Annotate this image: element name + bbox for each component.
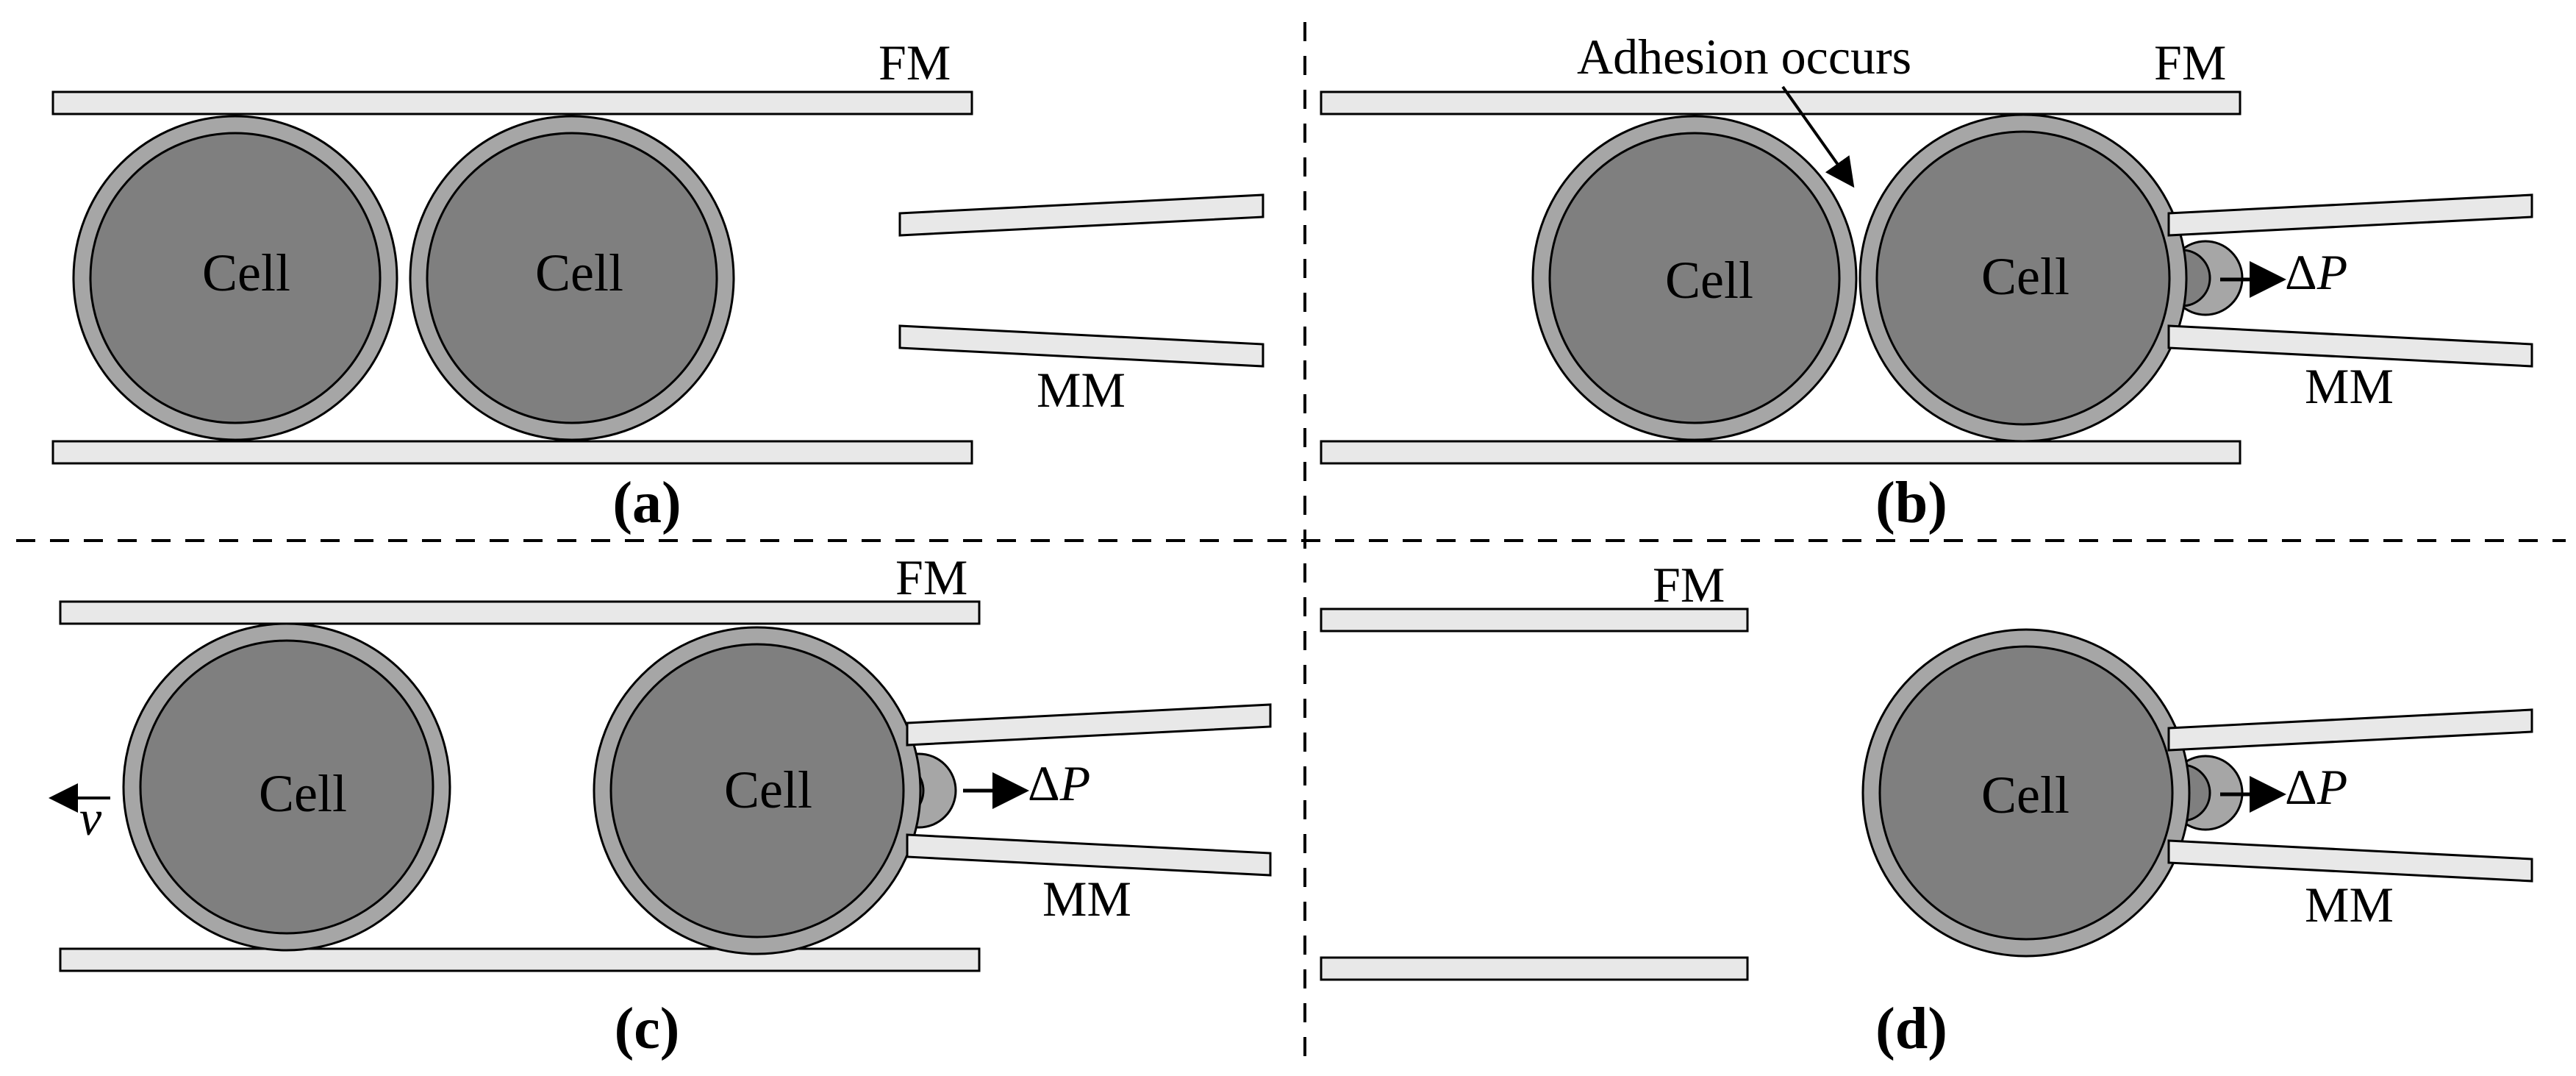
fm-label: FM	[895, 549, 967, 605]
aspirated-cell: Cell	[1858, 113, 2244, 443]
aspirated-cell: Cell	[593, 626, 957, 955]
cell: Cell	[72, 115, 398, 441]
fm-top-wall	[59, 600, 981, 625]
fm-bottom-wall	[51, 440, 973, 465]
mm-top-wall	[2167, 708, 2533, 752]
mm-bottom-wall	[2167, 324, 2533, 368]
mm-label: MM	[2305, 358, 2394, 414]
mm-top-wall	[906, 703, 1272, 747]
velocity-label: v	[79, 790, 102, 846]
panel-label-d: (d)	[1875, 997, 1947, 1061]
fm-top-wall	[1320, 608, 1749, 633]
fm-bottom-wall	[1320, 440, 2242, 465]
panel-label-c: (c)	[615, 997, 680, 1061]
fm-label: FM	[2154, 35, 2226, 90]
panel-d: FM Cell MM ΔP (d)	[1320, 557, 2533, 1061]
mm-label: MM	[2305, 877, 2394, 933]
fm-top-wall	[51, 90, 973, 115]
panel-b: FM Adhesion occurs Cell Cell MM ΔP (b)	[1320, 29, 2533, 535]
mm-label: MM	[1042, 871, 1131, 927]
mm-top-wall	[2167, 193, 2533, 237]
cell-label: Cell	[259, 764, 347, 823]
delta-p-label: ΔP	[1028, 755, 1090, 811]
delta-p-label: ΔP	[2285, 244, 2347, 300]
fm-label: FM	[879, 35, 951, 90]
cell-label: Cell	[724, 760, 812, 819]
panel-c: FM Cell v Cell MM ΔP (c)	[49, 549, 1272, 1061]
panel-label-a: (a)	[612, 471, 681, 535]
cell: Cell	[122, 622, 451, 952]
fm-bottom-wall	[1320, 956, 1749, 981]
cell: Cell	[409, 115, 735, 441]
mm-label: MM	[1037, 362, 1126, 418]
fm-label: FM	[1653, 557, 1725, 613]
cell-label: Cell	[1981, 766, 2069, 824]
cell-label: Cell	[535, 243, 623, 302]
panel-label-b: (b)	[1875, 471, 1947, 535]
fm-bottom-wall	[59, 947, 981, 972]
cell-label: Cell	[1665, 251, 1753, 310]
mm-top-wall	[898, 193, 1264, 237]
cell: Cell	[1531, 115, 1858, 441]
panel-a: FM Cell Cell MM (a)	[51, 35, 1264, 535]
adhesion-label: Adhesion occurs	[1577, 29, 1911, 85]
adhesion-arrow	[1781, 85, 1855, 188]
fm-top-wall	[1320, 90, 2242, 115]
mm-bottom-wall	[906, 833, 1272, 877]
delta-p-label: ΔP	[2285, 759, 2347, 815]
cell-label: Cell	[1981, 247, 2069, 306]
aspirated-cell: Cell	[1861, 628, 2244, 958]
cell-label: Cell	[202, 243, 290, 302]
mm-bottom-wall	[2167, 839, 2533, 883]
mm-bottom-wall	[898, 324, 1264, 368]
